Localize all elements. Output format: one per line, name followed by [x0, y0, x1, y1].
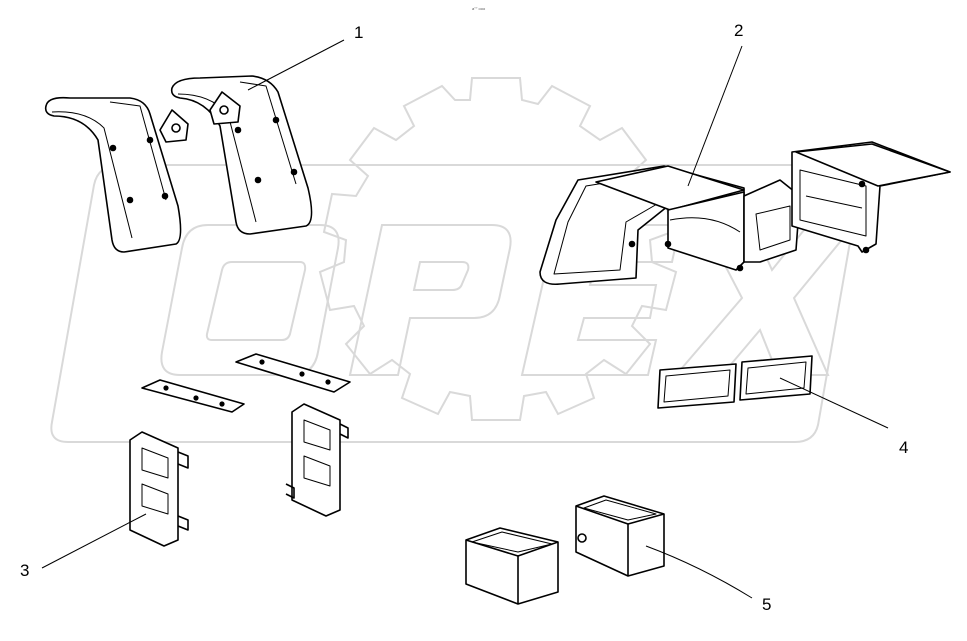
part-4-panels [657, 355, 813, 409]
part-1-fenders [44, 75, 313, 253]
part-3-steps [129, 353, 351, 547]
leader-4 [779, 377, 889, 429]
step-ladder-right [291, 403, 341, 517]
gear-icon [318, 77, 678, 421]
header-mark: a°° ooo [472, 6, 486, 11]
callout-4: 4 [899, 438, 909, 457]
step-plate-lower [141, 379, 245, 413]
leader-5 [645, 545, 753, 599]
leader-2 [687, 45, 743, 187]
watermark-letter-p [348, 224, 512, 376]
part-2-cab-structure [539, 141, 951, 286]
fender-bracket-left [159, 109, 189, 143]
leader-1 [247, 39, 345, 91]
cab-top-panel [595, 165, 745, 211]
watermark-letter-e [520, 224, 682, 376]
cab-roof-panel [795, 143, 951, 187]
box-right [575, 495, 665, 577]
fender-left [44, 96, 182, 253]
step-plate-upper [235, 353, 351, 393]
fender-right [170, 75, 313, 235]
part-5-boxes [465, 495, 665, 605]
leader-3 [41, 513, 147, 569]
callout-3: 3 [20, 561, 30, 580]
fender-bracket-right [209, 91, 241, 125]
callout-2: 2 [734, 21, 744, 40]
watermark-letter-o [160, 224, 340, 376]
leader-lines [41, 39, 889, 599]
callout-5: 5 [762, 595, 772, 614]
callout-1: 1 [354, 23, 364, 42]
